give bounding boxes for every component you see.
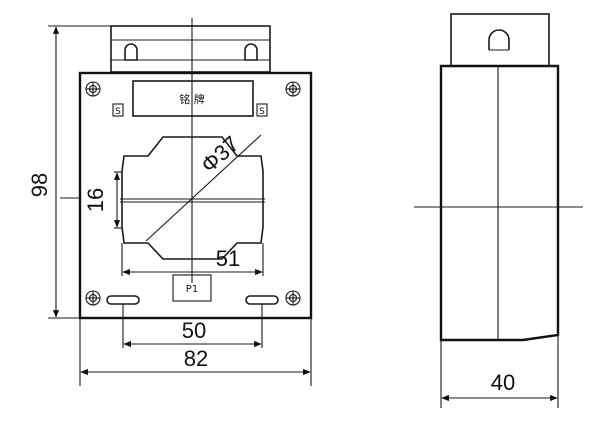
screw-icon (285, 81, 301, 97)
screw-icon (85, 81, 101, 97)
svg-text:S: S (115, 107, 121, 117)
svg-text:P1: P1 (186, 284, 198, 295)
svg-text:S: S (259, 107, 265, 117)
terminal-label-right: S (256, 103, 268, 117)
dimension-mounting-spacing: 50 (182, 318, 206, 343)
corner-screw-icons (85, 81, 301, 306)
top-terminal-block (110, 25, 271, 73)
dimension-depth: 40 (491, 370, 515, 395)
dimension-hole-diameter: Φ37 (196, 131, 244, 178)
dimension-overall-width: 82 (184, 346, 208, 371)
main-body (78, 71, 313, 320)
side-top-terminal (450, 13, 550, 67)
screw-icon (285, 290, 301, 306)
screw-icon (85, 290, 101, 306)
diameter-leader (145, 134, 262, 242)
dimension-window-height: 16 (83, 188, 108, 212)
dimension-window-width: 51 (216, 246, 240, 271)
side-body (439, 64, 560, 342)
side-view: 40 (414, 13, 583, 408)
terminal-label-left: S (112, 103, 124, 117)
front-view: 铭 牌 S (27, 18, 313, 386)
dimension-height: 98 (27, 173, 52, 197)
mounting-slot-left (106, 295, 140, 305)
nameplate: 铭 牌 (132, 80, 254, 117)
mounting-slot-right (245, 295, 279, 305)
busbar-window (121, 136, 264, 260)
